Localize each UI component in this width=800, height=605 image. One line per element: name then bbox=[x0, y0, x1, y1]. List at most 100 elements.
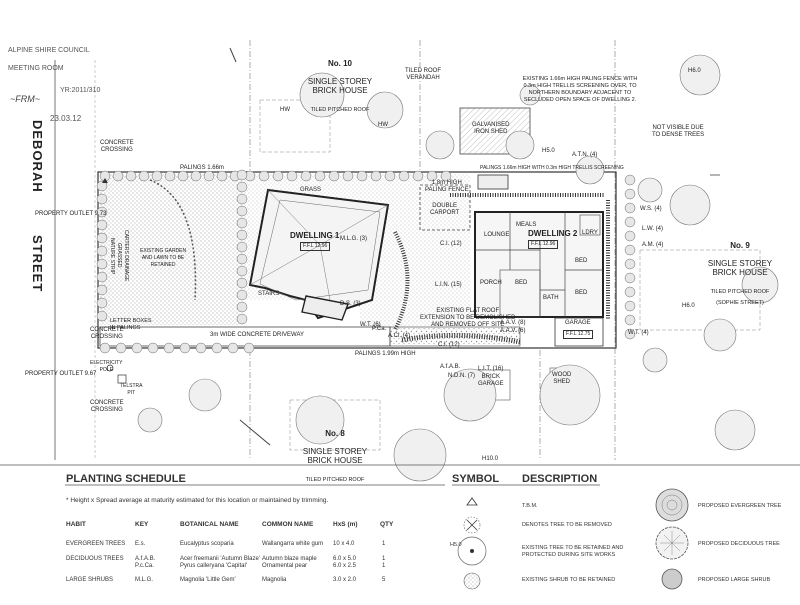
shrub bbox=[398, 170, 410, 182]
shrub bbox=[236, 205, 248, 217]
label-h6-a: H6.0 bbox=[688, 68, 701, 74]
shrub bbox=[236, 289, 248, 301]
legend-large-shrub: PROPOSED LARGE SHRUB bbox=[698, 577, 771, 583]
shrub bbox=[138, 170, 150, 182]
existing-tree bbox=[393, 428, 447, 482]
header-habit: HABIT bbox=[66, 521, 86, 528]
planting-cell-habit: DECIDUOUS TREES bbox=[66, 556, 124, 562]
planting-cell-key: M.L.G. bbox=[135, 577, 154, 583]
label-aav-8: A.A.V. (8) bbox=[500, 320, 526, 326]
shrub bbox=[96, 206, 108, 218]
shrub bbox=[624, 314, 636, 326]
shrub bbox=[99, 342, 111, 354]
shrub bbox=[203, 170, 215, 182]
label-mlg-3: M.L.G. (3) bbox=[340, 236, 368, 242]
dwelling-2 bbox=[474, 211, 604, 318]
symbol-title: SYMBOL bbox=[452, 473, 500, 485]
planting-cell-key: E.s. bbox=[135, 541, 146, 547]
shrub bbox=[624, 202, 636, 214]
shrub bbox=[236, 193, 248, 205]
existing-tree bbox=[137, 407, 163, 433]
label-flat-roof: EXISTING FLAT ROOF EXTENSION TO BE DEMOL… bbox=[420, 308, 516, 328]
tbm-symbol bbox=[466, 497, 478, 506]
existing-tree bbox=[505, 130, 535, 160]
label-wt-4: W.T. (4) bbox=[628, 330, 649, 336]
label-letter-boxes: LETTER BOXES IN PALINGS bbox=[110, 318, 152, 331]
planting-cell-common: Magnolia bbox=[262, 577, 287, 583]
label-concrete-crossing-1: CONCRETE CROSSING bbox=[100, 140, 134, 153]
existing-tree bbox=[539, 364, 601, 426]
label-h6-b: H6.0 bbox=[682, 303, 695, 309]
shrub bbox=[125, 170, 137, 182]
shrub bbox=[211, 342, 223, 354]
shrub bbox=[236, 301, 248, 313]
double-carport bbox=[419, 184, 471, 231]
planting-cell-hxs: 10 x 4.0 bbox=[333, 541, 355, 547]
existing-tree bbox=[425, 130, 455, 160]
shrub bbox=[195, 342, 207, 354]
shrub bbox=[96, 297, 108, 309]
shrub bbox=[96, 284, 108, 296]
section-arrow-north bbox=[229, 47, 237, 63]
shrub bbox=[624, 272, 636, 284]
shrub bbox=[115, 342, 127, 354]
symbol-desc-tbm: T.B.M. bbox=[522, 503, 538, 509]
planting-cell-qty: 5 bbox=[382, 577, 386, 583]
existing-tree bbox=[366, 91, 404, 129]
site-boundary bbox=[97, 171, 617, 349]
shrub bbox=[236, 253, 248, 265]
shrub bbox=[236, 265, 248, 277]
stamp-date: 23.03.12 bbox=[50, 114, 82, 123]
header-hxs: HxS (m) bbox=[333, 521, 358, 528]
large-shrub-symbol bbox=[661, 568, 683, 590]
symbol-desc-shrub: EXISTING SHRUB TO BE RETAINED bbox=[522, 577, 616, 583]
label-ndn-7: N.D.N. (7) bbox=[448, 373, 475, 379]
label-fence-18: 1.8m HIGH PALING FENCE bbox=[425, 180, 469, 193]
label-existing-garden: EXISTING GARDEN AND LAWN TO BE RETAINED bbox=[140, 248, 187, 268]
label-tiled-roof-verandah: TILED ROOF VERANDAH bbox=[405, 68, 442, 81]
shrub bbox=[96, 310, 108, 322]
shrub bbox=[96, 219, 108, 231]
shrub bbox=[624, 244, 636, 256]
signature: ~FRM~ bbox=[10, 94, 41, 104]
shrub bbox=[624, 286, 636, 298]
shrub bbox=[356, 170, 368, 182]
tree-group bbox=[96, 54, 779, 482]
dwelling-1-label: DWELLING 1 bbox=[290, 231, 340, 240]
hedge-planting bbox=[393, 231, 410, 331]
existing-tree bbox=[741, 266, 779, 304]
label-telstra-pit: TELSTRA PIT bbox=[120, 383, 143, 396]
dwelling-2-ffl: F.F.L 12.96 bbox=[528, 240, 559, 249]
description-title: DESCRIPTION bbox=[522, 473, 598, 485]
label-double-carport: DOUBLE CARPORT bbox=[430, 203, 460, 216]
shrub bbox=[328, 170, 340, 182]
shrub bbox=[300, 170, 312, 182]
shrub bbox=[624, 328, 636, 340]
street-name-deborah: DEBORAH bbox=[30, 120, 45, 193]
shrub bbox=[131, 342, 143, 354]
shrub bbox=[624, 230, 636, 242]
existing-tree bbox=[642, 347, 668, 373]
label-ds-3: D.S. (3) bbox=[340, 301, 361, 307]
planting-note: * Height x Spread average at maturity es… bbox=[66, 497, 329, 504]
label-porch: PORCH bbox=[480, 280, 502, 286]
label-existing-fence-note: EXISTING 1.66m HIGH PALING FENCE WITH 0.… bbox=[522, 76, 638, 103]
legend-panel: PLANTING SCHEDULE * Height x Spread aver… bbox=[0, 463, 800, 600]
label-concrete-crossing-3: CONCRETE CROSSING bbox=[90, 400, 124, 413]
shrub bbox=[258, 170, 270, 182]
shrub bbox=[190, 170, 202, 182]
telstra-pit-icon bbox=[117, 374, 127, 384]
neighbour-no10: No. 10 SINGLE STOREY BRICK HOUSE TILED P… bbox=[285, 50, 395, 115]
label-ci-12: C.I. (12) bbox=[438, 342, 460, 348]
label-meals: MEALS bbox=[516, 222, 537, 228]
label-property-outlet-2: PROPERTY OUTLET 9.67 bbox=[25, 371, 97, 377]
neighbour-no8-number: No. 8 bbox=[325, 429, 345, 438]
label-h5: H5.0 bbox=[542, 148, 555, 154]
existing-tree bbox=[295, 395, 345, 445]
shrub bbox=[624, 188, 636, 200]
section-arrow-south bbox=[239, 419, 271, 446]
label-ffl-garage: F.F.L 12.75 bbox=[563, 330, 594, 339]
planting-cell-botanical: Eucalyptus scoparia bbox=[180, 541, 234, 547]
existing-tree bbox=[703, 318, 737, 352]
